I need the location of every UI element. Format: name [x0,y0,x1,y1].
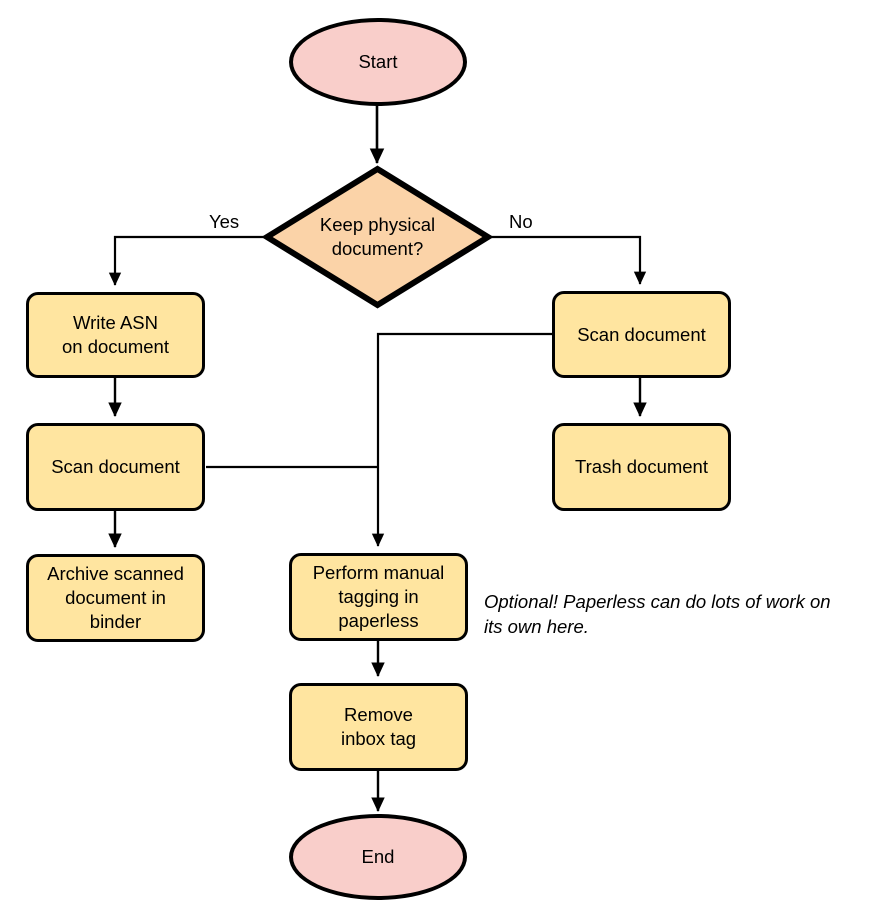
node-trash-document-label: Trash document [575,456,708,478]
edge-yes-to-write-asn [108,235,265,286]
diamond-shape-icon [263,165,492,309]
node-perform-manual-tagging-label: Perform manual tagging in paperless [312,562,445,631]
node-trash-document[interactable]: Trash document [552,423,731,511]
note-optional-paperless: Optional! Paperless can do lots of work … [484,591,831,637]
edge-label-yes: Yes [209,211,240,232]
node-archive-scanned-document[interactable]: Archive scanned document in binder [26,554,205,642]
node-scan-document-right[interactable]: Scan document [552,291,731,378]
node-write-asn-label: Write ASN on document [62,312,169,357]
edge-scan-right-to-manual-tagging [371,332,552,547]
node-keep-physical-document[interactable]: Keep physical document? [263,165,492,309]
node-write-asn[interactable]: Write ASN on document [26,292,205,378]
node-perform-manual-tagging[interactable]: Perform manual tagging in paperless [289,553,468,641]
node-remove-inbox-tag[interactable]: Remove inbox tag [289,683,468,771]
node-start[interactable]: Start [289,18,467,106]
node-scan-document-left[interactable]: Scan document [26,423,205,511]
node-scan-document-right-label: Scan document [577,323,706,345]
node-scan-document-left-label: Scan document [51,456,180,478]
edge-no-to-scan-right [490,235,647,285]
node-start-label: Start [358,51,398,73]
edge-label-no: No [509,211,533,232]
node-remove-inbox-tag-label: Remove inbox tag [340,704,417,749]
node-keep-physical-document-label: Keep physical document? [319,214,436,259]
node-end[interactable]: End [289,814,467,900]
node-archive-scanned-document-label: Archive scanned document in binder [47,563,184,632]
node-end-label: End [361,846,395,868]
